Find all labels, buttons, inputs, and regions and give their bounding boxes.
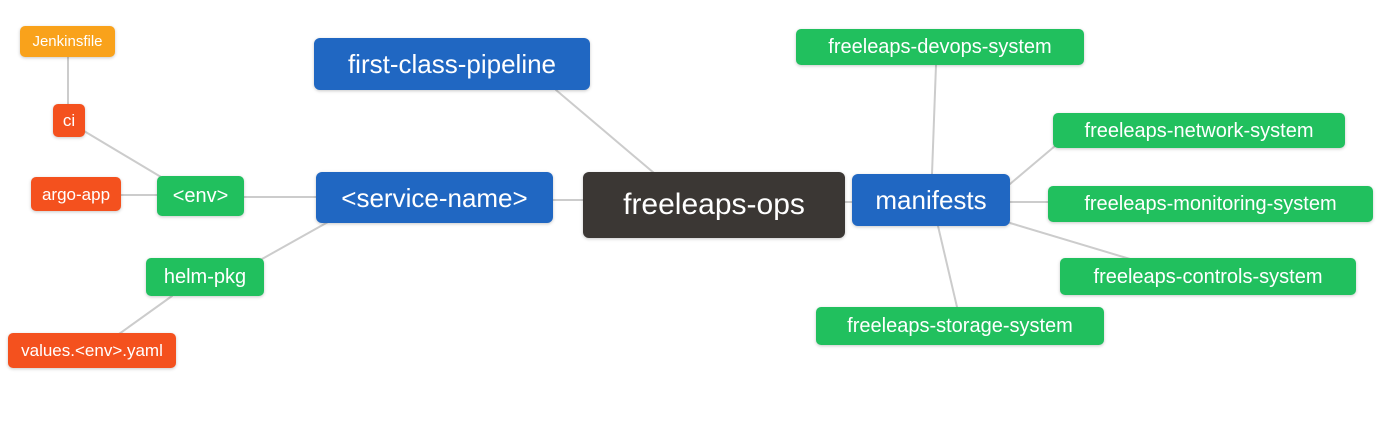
node-freeleaps-devops-system[interactable]: freeleaps-devops-system — [796, 29, 1084, 65]
node-service-name[interactable]: <service-name> — [316, 172, 553, 223]
edge-manifests-to-freeleaps-storage-system — [937, 225, 958, 308]
edge-first-class-pipeline-to-freeleaps-ops — [555, 89, 655, 174]
node-env[interactable]: <env> — [157, 176, 244, 216]
node-values-env-yaml[interactable]: values.<env>.yaml — [8, 333, 176, 368]
node-freeleaps-network-system[interactable]: freeleaps-network-system — [1053, 113, 1345, 148]
node-jenkinsfile[interactable]: Jenkinsfile — [20, 26, 115, 57]
node-first-class-pipeline[interactable]: first-class-pipeline — [314, 38, 590, 90]
node-freeleaps-storage-system[interactable]: freeleaps-storage-system — [816, 307, 1104, 345]
node-argo-app[interactable]: argo-app — [31, 177, 121, 211]
edge-service-name-to-helm-pkg — [261, 221, 329, 260]
edge-ci-to-env — [83, 130, 162, 178]
edge-manifests-to-freeleaps-network-system — [1009, 145, 1056, 185]
edge-helm-pkg-to-values-env-yaml — [118, 295, 173, 335]
node-manifests[interactable]: manifests — [852, 174, 1010, 226]
node-freeleaps-controls-system[interactable]: freeleaps-controls-system — [1060, 258, 1356, 295]
node-freeleaps-ops[interactable]: freeleaps-ops — [583, 172, 845, 238]
edge-freeleaps-devops-system-to-manifests — [931, 64, 937, 175]
edge-manifests-to-freeleaps-controls-system — [1009, 222, 1131, 260]
node-freeleaps-monitoring-system[interactable]: freeleaps-monitoring-system — [1048, 186, 1373, 222]
node-helm-pkg[interactable]: helm-pkg — [146, 258, 264, 296]
node-ci[interactable]: ci — [53, 104, 85, 137]
